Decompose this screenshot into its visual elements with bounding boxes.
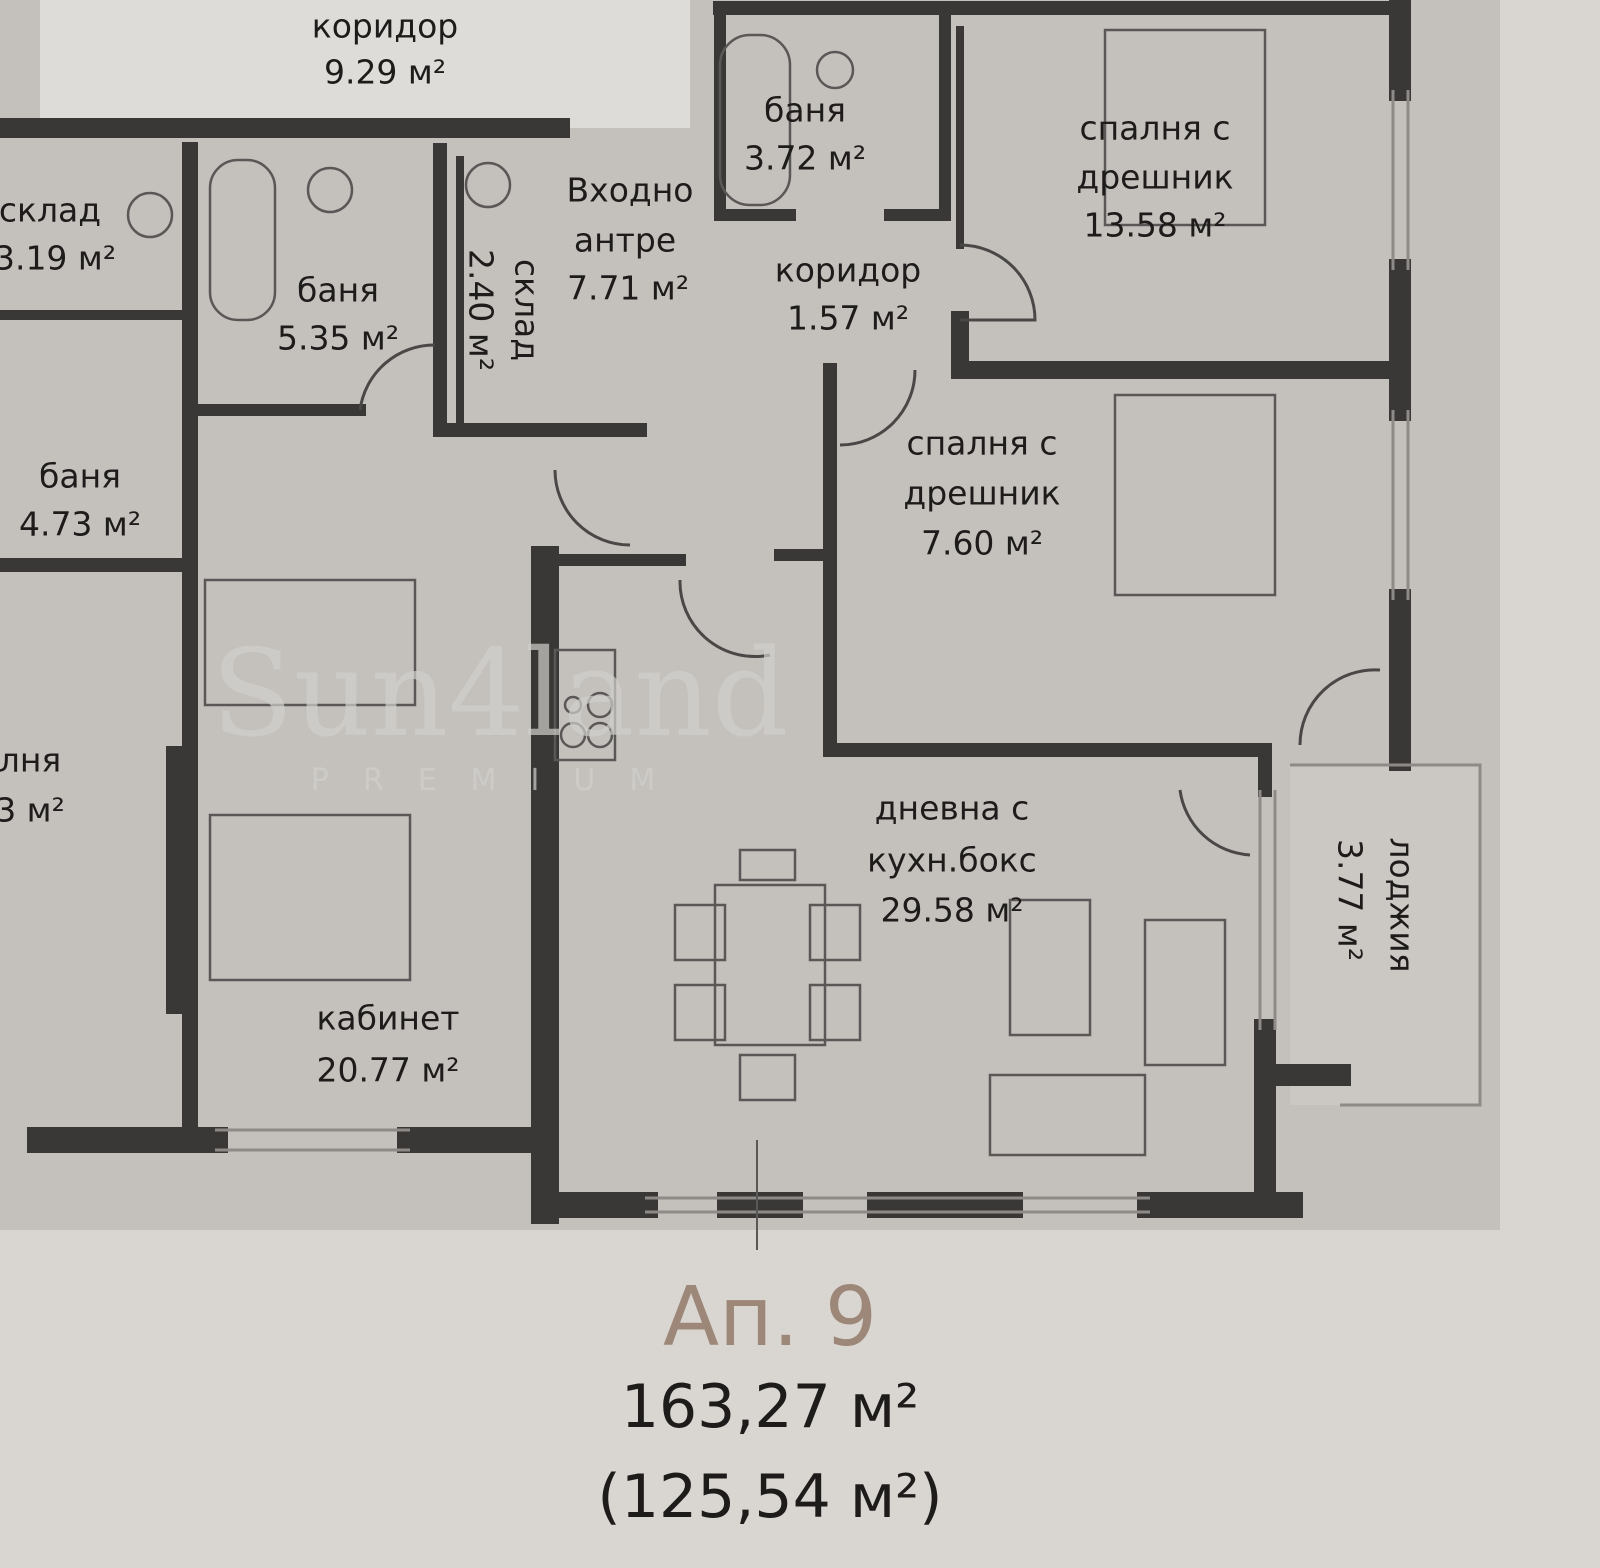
watermark-logo: Sun4land PREMIUM: [211, 625, 788, 798]
room-name: кабинет: [316, 998, 460, 1038]
room-name: склад: [507, 258, 547, 362]
room-area: 7.71 м²: [566, 268, 690, 308]
room-name-line2: антре: [573, 220, 677, 260]
room-area: 1.57 м²: [786, 298, 910, 338]
room-name-line1: спалня с: [906, 423, 1058, 463]
room-area: 3.77 м²: [1330, 838, 1370, 962]
room-area: 3.19 м²: [0, 238, 117, 278]
room-area: 4.73 м²: [18, 504, 142, 544]
apartment-net-area: (125,54 м²): [597, 1462, 943, 1532]
loggia-floor: [1290, 765, 1480, 1105]
room-name: баня: [296, 270, 380, 310]
room-area: 5.35 м²: [276, 318, 400, 358]
room-area: 9.29 м²: [323, 52, 447, 92]
room-area: 2.40 м²: [461, 248, 501, 372]
room-name: коридор: [311, 6, 459, 46]
room-area: 20.77 м²: [316, 1050, 460, 1090]
room-area: 3.72 м²: [743, 138, 867, 178]
room-area: 13.58 м²: [1083, 205, 1227, 245]
room-name-line2: кухн.бокс: [867, 840, 1037, 880]
room-name-line1: спалня с: [1079, 108, 1231, 148]
svg-text:PREMIUM: PREMIUM: [311, 763, 689, 798]
room-name-line1: дневна с: [874, 788, 1030, 828]
svg-text:Sun4land: Sun4land: [211, 625, 788, 764]
room-name: лоджия: [1382, 837, 1422, 973]
furniture: [126, 28, 1277, 1157]
room-name-line1: Входно: [566, 170, 694, 210]
room-area: 29.58 м²: [880, 890, 1024, 930]
room-name: лня: [0, 740, 62, 780]
apartment-title: Ап. 9: [662, 1270, 878, 1365]
room-name: баня: [38, 456, 122, 496]
apartment-total-area: 163,27 м²: [620, 1372, 920, 1442]
room-name-line2: дрешник: [903, 473, 1061, 513]
neighbour-corridor-area: [40, 0, 690, 128]
room-name: склад: [0, 190, 102, 230]
door-swings: [358, 243, 1381, 857]
room-name-line2: дрешник: [1076, 157, 1234, 197]
room-area: 3 м²: [0, 790, 65, 830]
room-name: коридор: [774, 250, 922, 290]
room-area: 7.60 м²: [920, 523, 1044, 563]
room-name: баня: [763, 90, 847, 130]
windows: [215, 90, 1482, 1214]
